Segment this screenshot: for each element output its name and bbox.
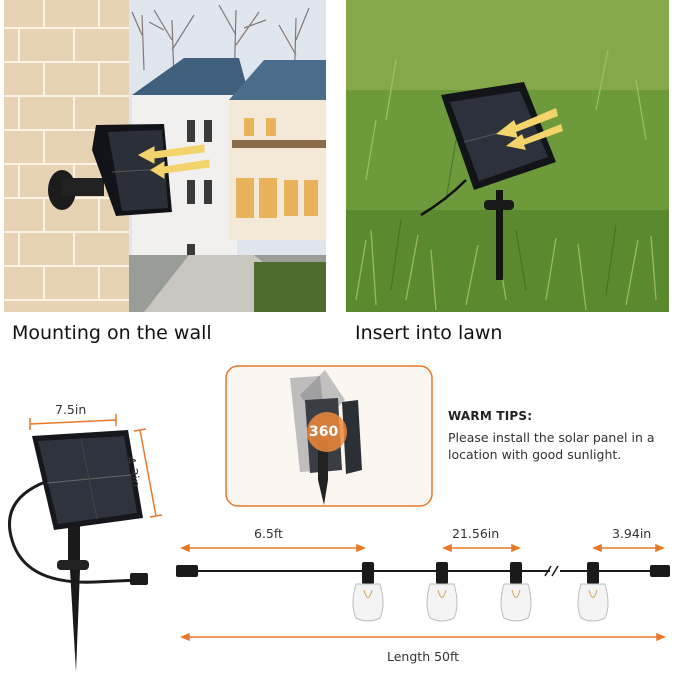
wall-mount-photo [4, 0, 326, 312]
warm-tips-text: Please install the solar panel in a loca… [448, 430, 655, 462]
bulb-3 [500, 562, 532, 622]
bulb-4 [577, 562, 609, 622]
end-length-label: 3.94in [612, 526, 652, 541]
bulb-2 [426, 562, 458, 622]
lead-length-label: 6.5ft [254, 526, 283, 541]
warm-tips-title: WARM TIPS: [448, 409, 533, 423]
total-length-label: Length 50ft [387, 649, 460, 664]
wall-mount-caption: Mounting on the wall [12, 322, 212, 344]
bulb-spacing-label: 21.56in [452, 526, 500, 541]
lawn-stake-photo [346, 0, 669, 312]
rotation-badge: 360 [309, 424, 339, 440]
lawn-caption: Insert into lawn [355, 322, 503, 344]
bulb-1 [352, 562, 384, 622]
panel-width-label: 7.5in [55, 402, 87, 417]
